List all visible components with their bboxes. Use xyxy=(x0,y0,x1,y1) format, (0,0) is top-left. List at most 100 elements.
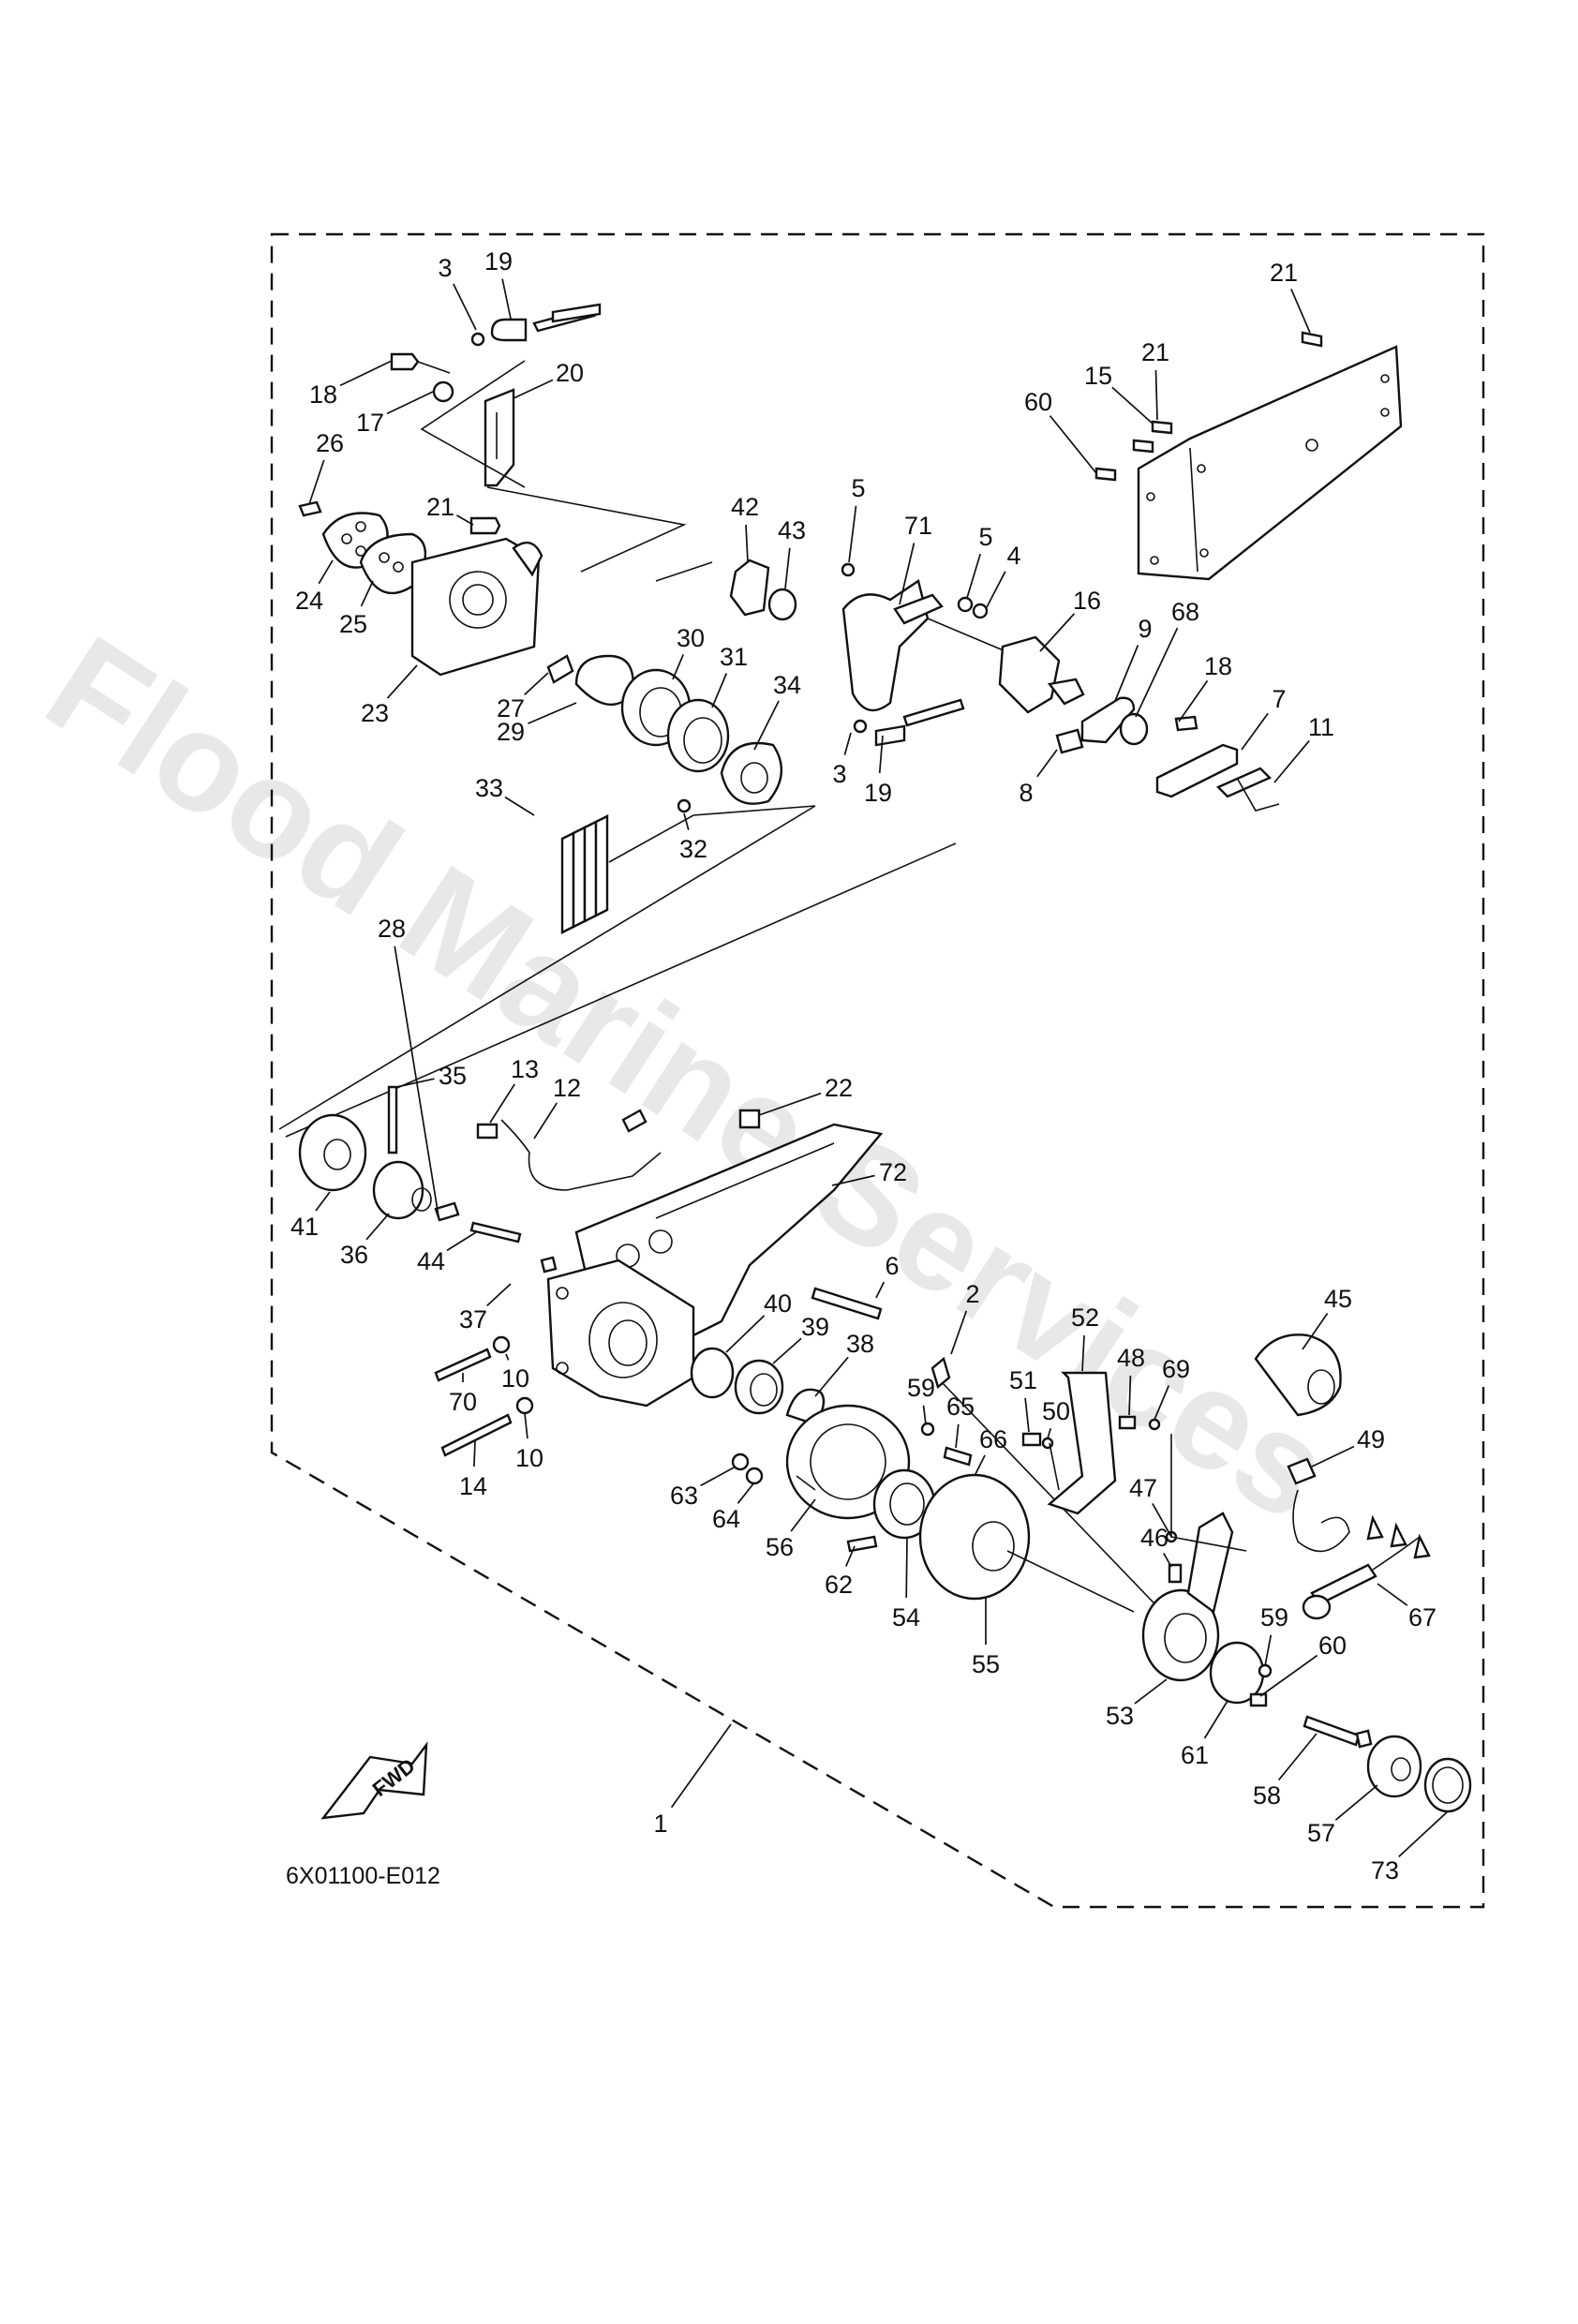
leader-line-35 xyxy=(395,1078,435,1088)
leader-line-19 xyxy=(878,735,884,774)
leader-line-1 xyxy=(670,1723,732,1809)
callout-38: 38 xyxy=(846,1330,874,1358)
callout-35: 35 xyxy=(439,1062,467,1090)
leader-line-47 xyxy=(1152,1502,1172,1538)
callout-6: 6 xyxy=(885,1252,899,1280)
leader-line-12 xyxy=(533,1102,558,1140)
callout-33: 33 xyxy=(475,774,503,802)
leader-line-43 xyxy=(784,547,791,589)
leader-line-50 xyxy=(1047,1427,1052,1439)
callout-18: 18 xyxy=(1204,652,1232,680)
leader-line-69 xyxy=(1154,1385,1170,1421)
callout-69: 69 xyxy=(1162,1355,1190,1383)
callout-46: 46 xyxy=(1140,1524,1169,1552)
callout-47: 47 xyxy=(1129,1474,1157,1502)
leader-line-72 xyxy=(831,1174,875,1186)
callout-62: 62 xyxy=(825,1571,853,1599)
leader-line-48 xyxy=(1128,1375,1132,1416)
callout-5: 5 xyxy=(978,523,992,551)
callout-54: 54 xyxy=(892,1603,920,1631)
callout-21: 21 xyxy=(426,493,454,521)
leader-line-8 xyxy=(1036,749,1058,778)
leader-line-30 xyxy=(672,654,684,680)
callout-8: 8 xyxy=(1019,779,1033,807)
callout-60: 60 xyxy=(1024,388,1052,416)
callout-61: 61 xyxy=(1181,1741,1209,1769)
leader-line-56 xyxy=(790,1498,816,1532)
callout-25: 25 xyxy=(339,610,367,638)
leader-line-53 xyxy=(1134,1678,1168,1705)
callout-71: 71 xyxy=(904,512,932,540)
callout-18: 18 xyxy=(309,380,337,409)
callout-63: 63 xyxy=(670,1482,698,1510)
center-linkage-parts xyxy=(841,562,1280,812)
callout-72: 72 xyxy=(879,1158,907,1186)
leader-line-40 xyxy=(725,1315,766,1353)
leader-line-60 xyxy=(1259,1654,1318,1697)
callout-36: 36 xyxy=(340,1241,368,1269)
leader-line-54 xyxy=(905,1536,908,1599)
callout-15: 15 xyxy=(1084,362,1112,390)
leader-line-17 xyxy=(386,391,434,415)
leader-line-29 xyxy=(528,702,577,724)
callout-12: 12 xyxy=(553,1074,581,1102)
callout-53: 53 xyxy=(1106,1702,1134,1730)
leader-line-5 xyxy=(848,505,857,563)
top-left-parts xyxy=(298,303,816,934)
leader-line-46 xyxy=(1163,1552,1172,1568)
leader-line-33 xyxy=(504,796,535,816)
callout-20: 20 xyxy=(556,359,584,387)
callout-45: 45 xyxy=(1324,1285,1352,1313)
leader-line-6 xyxy=(875,1281,886,1299)
leader-line-65 xyxy=(955,1423,960,1449)
leader-line-3 xyxy=(843,732,852,755)
callout-55: 55 xyxy=(972,1650,1000,1678)
leader-line-32 xyxy=(683,812,690,830)
callout-17: 17 xyxy=(356,409,384,437)
callout-3: 3 xyxy=(832,760,846,788)
callout-11: 11 xyxy=(1308,713,1334,741)
leader-line-27 xyxy=(524,672,549,696)
leader-line-45 xyxy=(1302,1313,1329,1350)
callout-32: 32 xyxy=(679,835,707,863)
leader-line-38 xyxy=(814,1356,849,1397)
leader-line-57 xyxy=(1334,1784,1378,1821)
leader-line-37 xyxy=(486,1283,512,1307)
leader-line-66 xyxy=(974,1454,986,1477)
leader-line-9 xyxy=(1114,645,1139,702)
leader-line-60 xyxy=(1049,415,1097,474)
leader-line-25 xyxy=(360,580,374,607)
leader-line-34 xyxy=(753,700,780,751)
callout-65: 65 xyxy=(946,1393,975,1421)
callout-1: 1 xyxy=(653,1810,667,1838)
leader-line-4 xyxy=(985,571,1006,610)
leader-line-2 xyxy=(950,1310,968,1355)
leader-line-28 xyxy=(394,946,439,1217)
callout-64: 64 xyxy=(712,1505,740,1533)
callout-14: 14 xyxy=(459,1472,487,1500)
callout-34: 34 xyxy=(773,671,801,699)
callout-26: 26 xyxy=(316,429,344,457)
leader-line-62 xyxy=(845,1545,856,1567)
leader-line-59 xyxy=(1264,1634,1273,1667)
leader-line-23 xyxy=(386,664,418,699)
leader-line-3 xyxy=(453,283,477,331)
leader-line-14 xyxy=(473,1440,476,1467)
callout-5: 5 xyxy=(851,474,865,502)
callout-66: 66 xyxy=(979,1425,1007,1453)
leader-line-44 xyxy=(446,1231,477,1252)
top-right-parts xyxy=(1094,331,1403,581)
callout-24: 24 xyxy=(295,587,323,615)
callout-52: 52 xyxy=(1071,1304,1099,1332)
leader-line-18 xyxy=(1178,679,1209,723)
callout-58: 58 xyxy=(1253,1781,1281,1810)
callout-31: 31 xyxy=(720,643,748,671)
assembly-boundary xyxy=(270,232,1485,1909)
leader-line-63 xyxy=(700,1466,737,1487)
callout-50: 50 xyxy=(1042,1397,1070,1425)
leader-line-51 xyxy=(1024,1397,1030,1433)
callout-39: 39 xyxy=(801,1313,829,1341)
fwd-arrow-icon: FWD xyxy=(320,1741,428,1820)
lower-housing-parts xyxy=(278,805,957,1457)
leader-line-41 xyxy=(315,1191,331,1212)
